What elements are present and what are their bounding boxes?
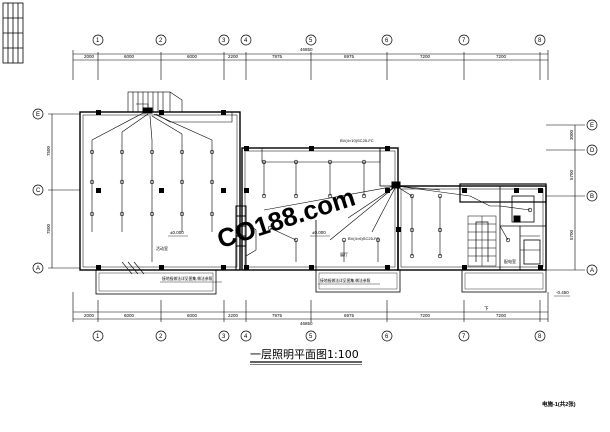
axis-col-6-top: 6 — [385, 38, 389, 44]
axis-row-e-left: E — [36, 112, 40, 118]
right-dim-3: 5700 — [569, 229, 574, 240]
axis-row-a-right: A — [590, 268, 594, 274]
bottom-dim-8: 7200 — [496, 313, 507, 318]
watermark: CO188.com — [213, 181, 358, 254]
axis-col-4-top: 4 — [244, 38, 248, 44]
axis-col-1-bottom: 1 — [96, 334, 100, 340]
axis-row-e-right: E — [590, 123, 594, 129]
axis-col-5-bottom: 5 — [309, 334, 313, 340]
label-cable-top: BV(4×10)SC25-FC — [340, 138, 374, 143]
bottom-dim-labels: 2000 6000 6000 2200 7975 6975 7200 7200 — [84, 313, 507, 318]
top-dim-3: 6000 — [187, 54, 198, 59]
drawing-title-group: 一层照明平面图1:100 — [250, 348, 362, 365]
top-total-dim: 46850 — [300, 47, 313, 52]
label-stair-note: 下 — [484, 306, 489, 312]
bottom-dim-1: 2000 — [84, 313, 95, 318]
wiring-middle — [261, 148, 500, 262]
axis-col-8-bottom: 8 — [538, 334, 542, 340]
bottom-dim-6: 6975 — [344, 313, 355, 318]
left-dimension-lines — [48, 113, 80, 269]
porch-right — [461, 269, 547, 293]
connector — [235, 205, 247, 271]
top-dim-2: 6000 — [124, 54, 135, 59]
bottom-axis-labels: 1 2 3 4 5 6 7 8 — [96, 334, 542, 340]
right-partitions — [499, 186, 546, 270]
annotations: ±0.000 ±0.000 -0.450 BV(4×10)SC25-FC BV(… — [156, 138, 570, 312]
label-cable-mid: BV(4×6)SC25-FC — [348, 236, 380, 241]
stairwell-right — [467, 215, 497, 267]
axis-col-3-bottom: 3 — [222, 334, 226, 340]
structural-columns — [96, 110, 543, 270]
watermark-text: CO188.com — [213, 181, 358, 254]
label-room-mid: 展厅 — [340, 251, 348, 257]
bottom-dim-5: 7975 — [272, 313, 283, 318]
right-upper-block — [459, 183, 547, 203]
axis-row-d-right: D — [590, 148, 595, 154]
axis-col-5-top: 5 — [309, 38, 313, 44]
label-level-left: ±0.000 — [170, 230, 184, 235]
top-dimension-ticks — [97, 52, 541, 80]
left-dim-1: 7500 — [46, 145, 51, 156]
sheet-label: 电施-1(共2张) — [542, 400, 576, 408]
top-axis-labels: 1 2 3 4 5 6 7 8 — [96, 38, 542, 44]
bottom-dim-7: 7200 — [420, 313, 431, 318]
label-room-left: 活动室 — [156, 245, 168, 251]
wiring-right — [499, 205, 540, 251]
axis-col-2-top: 2 — [159, 38, 163, 44]
bottom-dim-4: 2200 — [228, 313, 239, 318]
axis-col-1-top: 1 — [96, 38, 100, 44]
axis-row-b-right: B — [590, 194, 594, 200]
bottom-dim-2: 6000 — [124, 313, 135, 318]
top-axis-bubbles — [92, 34, 546, 46]
bottom-dimension-lines — [72, 292, 549, 322]
right-axis-bubbles — [586, 119, 598, 276]
left-dim-2: 7500 — [46, 223, 51, 234]
axis-col-7-bottom: 7 — [462, 334, 466, 340]
top-dim-7: 7200 — [420, 54, 431, 59]
top-dim-6: 6975 — [344, 54, 355, 59]
right-axis-labels: E D B A — [590, 123, 595, 274]
drawing-title: 一层照明平面图1:100 — [250, 348, 359, 361]
label-level-right: -0.450 — [556, 290, 569, 295]
top-dim-4: 2200 — [228, 54, 239, 59]
top-dimension-lines — [72, 50, 549, 80]
right-dimension-lines — [546, 124, 585, 271]
distribution-boxes — [142, 107, 521, 223]
axis-col-6-bottom: 6 — [385, 334, 389, 340]
axis-row-a-left: A — [36, 266, 40, 272]
label-note-mid: 接地极做法详见图集,做法参照 — [320, 278, 371, 283]
right-dim-2: 5700 — [569, 169, 574, 180]
bottom-dim-3: 6000 — [187, 313, 198, 318]
label-room-right: 配电室 — [504, 258, 516, 264]
axis-col-3-top: 3 — [222, 38, 226, 44]
bottom-total-dim: 46850 — [300, 321, 313, 326]
top-dim-1: 2000 — [84, 54, 95, 59]
title-block-strip — [2, 2, 24, 64]
axis-col-7-top: 7 — [462, 38, 466, 44]
axis-col-2-bottom: 2 — [159, 334, 163, 340]
top-dim-8: 7200 — [496, 54, 507, 59]
stair-top-left — [127, 91, 183, 113]
connector-stair — [245, 221, 257, 257]
bottom-axis-bubbles — [92, 330, 546, 342]
top-dim-labels: 2000 6000 6000 2200 7975 6975 7200 7200 — [84, 54, 507, 59]
right-dim-1: 3000 — [569, 129, 574, 140]
label-level-mid: ±0.000 — [312, 230, 326, 235]
label-note-left: 接地极做法详见图集,做法参照 — [162, 276, 213, 281]
axis-col-4-bottom: 4 — [244, 334, 248, 340]
left-axis-labels: E C A — [36, 112, 41, 272]
top-dim-5: 7975 — [272, 54, 283, 59]
axis-row-c-left: C — [36, 188, 41, 194]
axis-col-8-top: 8 — [538, 38, 542, 44]
porch-middle — [315, 269, 401, 293]
left-axis-bubbles — [32, 108, 44, 274]
